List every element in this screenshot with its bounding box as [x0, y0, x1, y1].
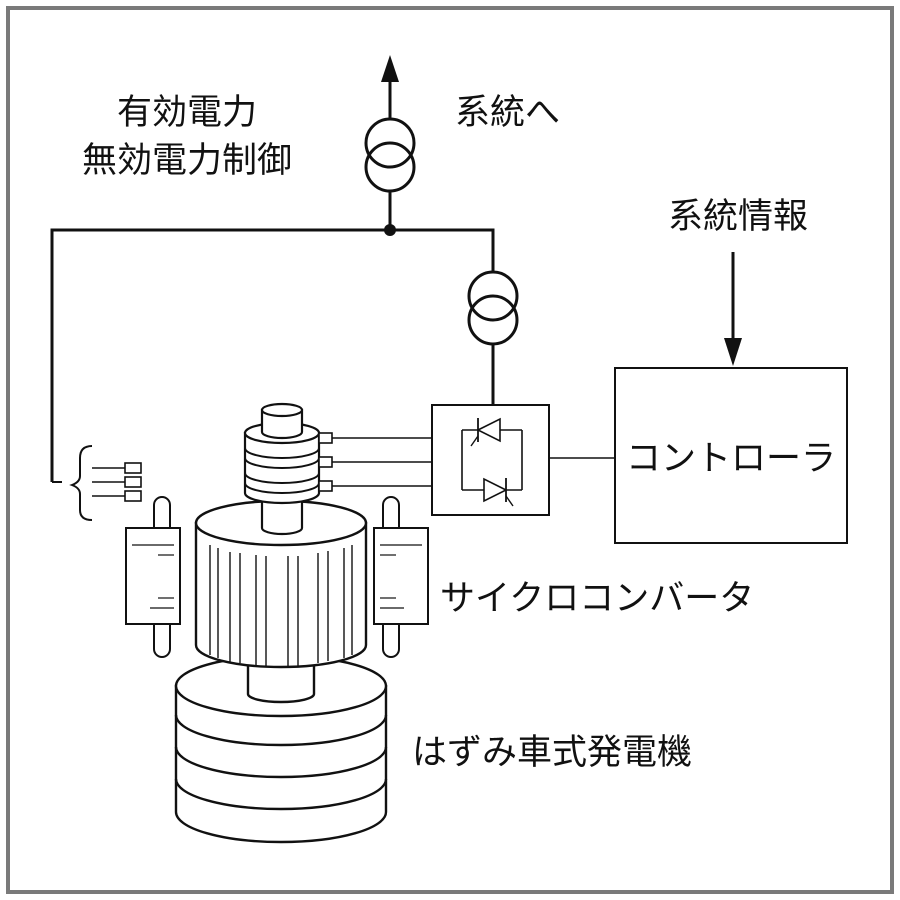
flywheel-generator-drawing	[125, 402, 429, 844]
thyristor-icon	[483, 477, 514, 507]
control-label-line1: 有効電力	[117, 93, 257, 133]
left-stator-coil	[125, 496, 181, 658]
bus-line	[50, 228, 495, 482]
slip-ring-leads	[332, 437, 432, 487]
controller-box	[614, 367, 848, 544]
stator-connection	[52, 445, 142, 521]
slip-rings	[243, 402, 333, 505]
right-stator-coil	[373, 496, 429, 658]
thyristor-icon	[470, 417, 501, 447]
cycloconverter-box	[431, 404, 550, 516]
grid-info-arrow-icon	[724, 252, 742, 366]
controller-label: コントローラ	[626, 439, 836, 479]
cycloconverter-label: サイクロコンバータ	[440, 579, 754, 619]
control-label-line2: 無効電力制御	[82, 141, 292, 181]
converter-transformer-icon	[467, 270, 519, 346]
bus-junction-dot	[384, 224, 396, 236]
main-transformer-icon	[364, 117, 416, 193]
grid-info-label: 系統情報	[668, 197, 808, 237]
outer-frame	[6, 6, 894, 894]
to-grid-label: 系統へ	[455, 93, 560, 133]
grid-arrow-icon	[381, 55, 399, 120]
flywheel-generator-label: はずみ車式発電機	[412, 733, 692, 773]
